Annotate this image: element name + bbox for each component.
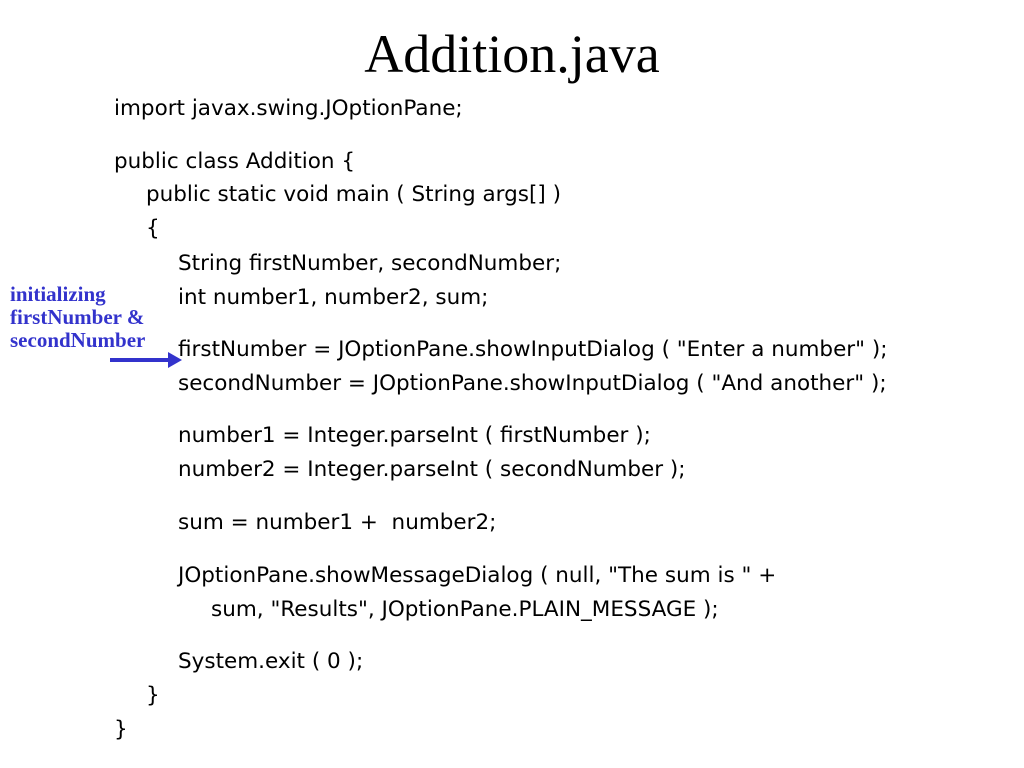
annotation-label: initializing firstNumber & secondNumber xyxy=(10,283,145,352)
right-arrow-icon xyxy=(110,352,182,368)
slide-title: Addition.java xyxy=(364,24,660,84)
code-line: public static void main ( String args[] … xyxy=(146,182,561,207)
code-line: public class Addition { xyxy=(114,149,356,174)
code-line: int number1, number2, sum; xyxy=(178,285,489,310)
code-line: } xyxy=(114,717,128,742)
code-line: sum = number1 + number2; xyxy=(178,510,497,535)
code-line: String firstNumber, secondNumber; xyxy=(178,251,562,276)
code-line: { xyxy=(146,216,160,241)
code-line: JOptionPane.showMessageDialog ( null, "T… xyxy=(178,563,777,588)
code-line: firstNumber = JOptionPane.showInputDialo… xyxy=(178,337,888,362)
annotation-line: secondNumber xyxy=(10,328,146,352)
code-line: number1 = Integer.parseInt ( firstNumber… xyxy=(178,423,651,448)
code-line: } xyxy=(146,683,160,708)
code-line: import javax.swing.JOptionPane; xyxy=(114,96,463,121)
annotation-line: initializing xyxy=(10,282,106,306)
code-line: number2 = Integer.parseInt ( secondNumbe… xyxy=(178,457,686,482)
code-line: System.exit ( 0 ); xyxy=(178,649,364,674)
code-line: sum, "Results", JOptionPane.PLAIN_MESSAG… xyxy=(211,597,719,622)
annotation-line: firstNumber & xyxy=(10,305,145,329)
code-line: secondNumber = JOptionPane.showInputDial… xyxy=(178,371,887,396)
